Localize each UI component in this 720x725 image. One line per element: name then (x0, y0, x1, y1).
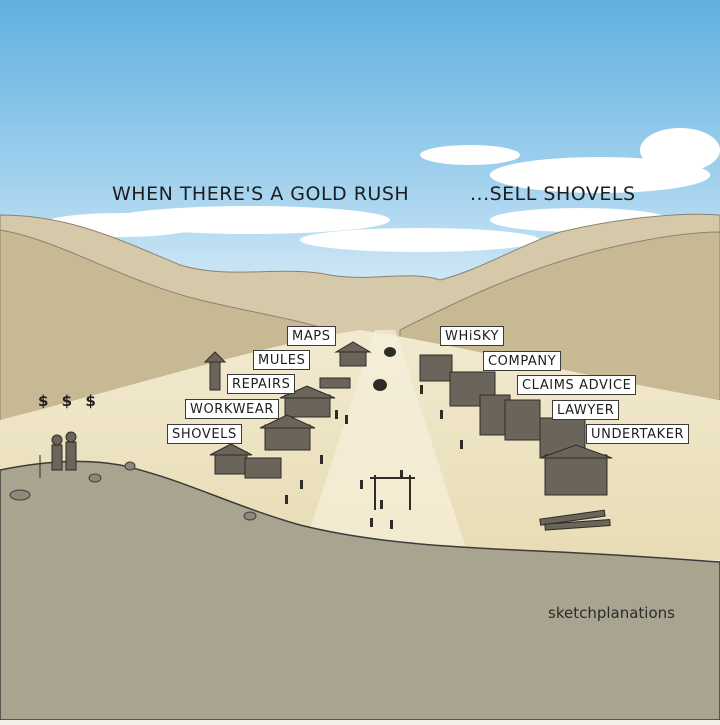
caption-right: ...SELL SHOVELS (470, 183, 636, 205)
lumber-pile (539, 509, 611, 531)
sign-workwear: WORKWEAR (185, 399, 279, 419)
sign-company: COMPANY (483, 351, 562, 371)
sign-mules: MULES (253, 350, 311, 370)
caption-left: WHEN THERE'S A GOLD RUSH (112, 183, 410, 205)
sign-shovels: SHOVELS (167, 424, 242, 444)
road (300, 330, 470, 560)
sign-maps: MAPS (287, 326, 336, 346)
foreground-ridge (0, 460, 720, 721)
sign-undertaker: UNDERTAKER (586, 424, 690, 444)
sign-claims-advice: CLAIMS ADVICE (517, 375, 637, 395)
signature: sketchplanations (548, 604, 675, 622)
buildings-left (203, 341, 372, 479)
dollar-signs: $ $ $ (38, 392, 100, 410)
rocks (9, 461, 257, 521)
clouds (40, 128, 720, 252)
prospectors (39, 431, 77, 478)
sign-lawyer: LAWYER (552, 400, 620, 420)
sign-repairs: REPAIRS (227, 374, 296, 394)
buildings-right (419, 354, 613, 496)
people-and-wagons (285, 347, 463, 529)
town-gate (370, 475, 415, 510)
sign-whisky: WHiSKY (440, 326, 505, 346)
